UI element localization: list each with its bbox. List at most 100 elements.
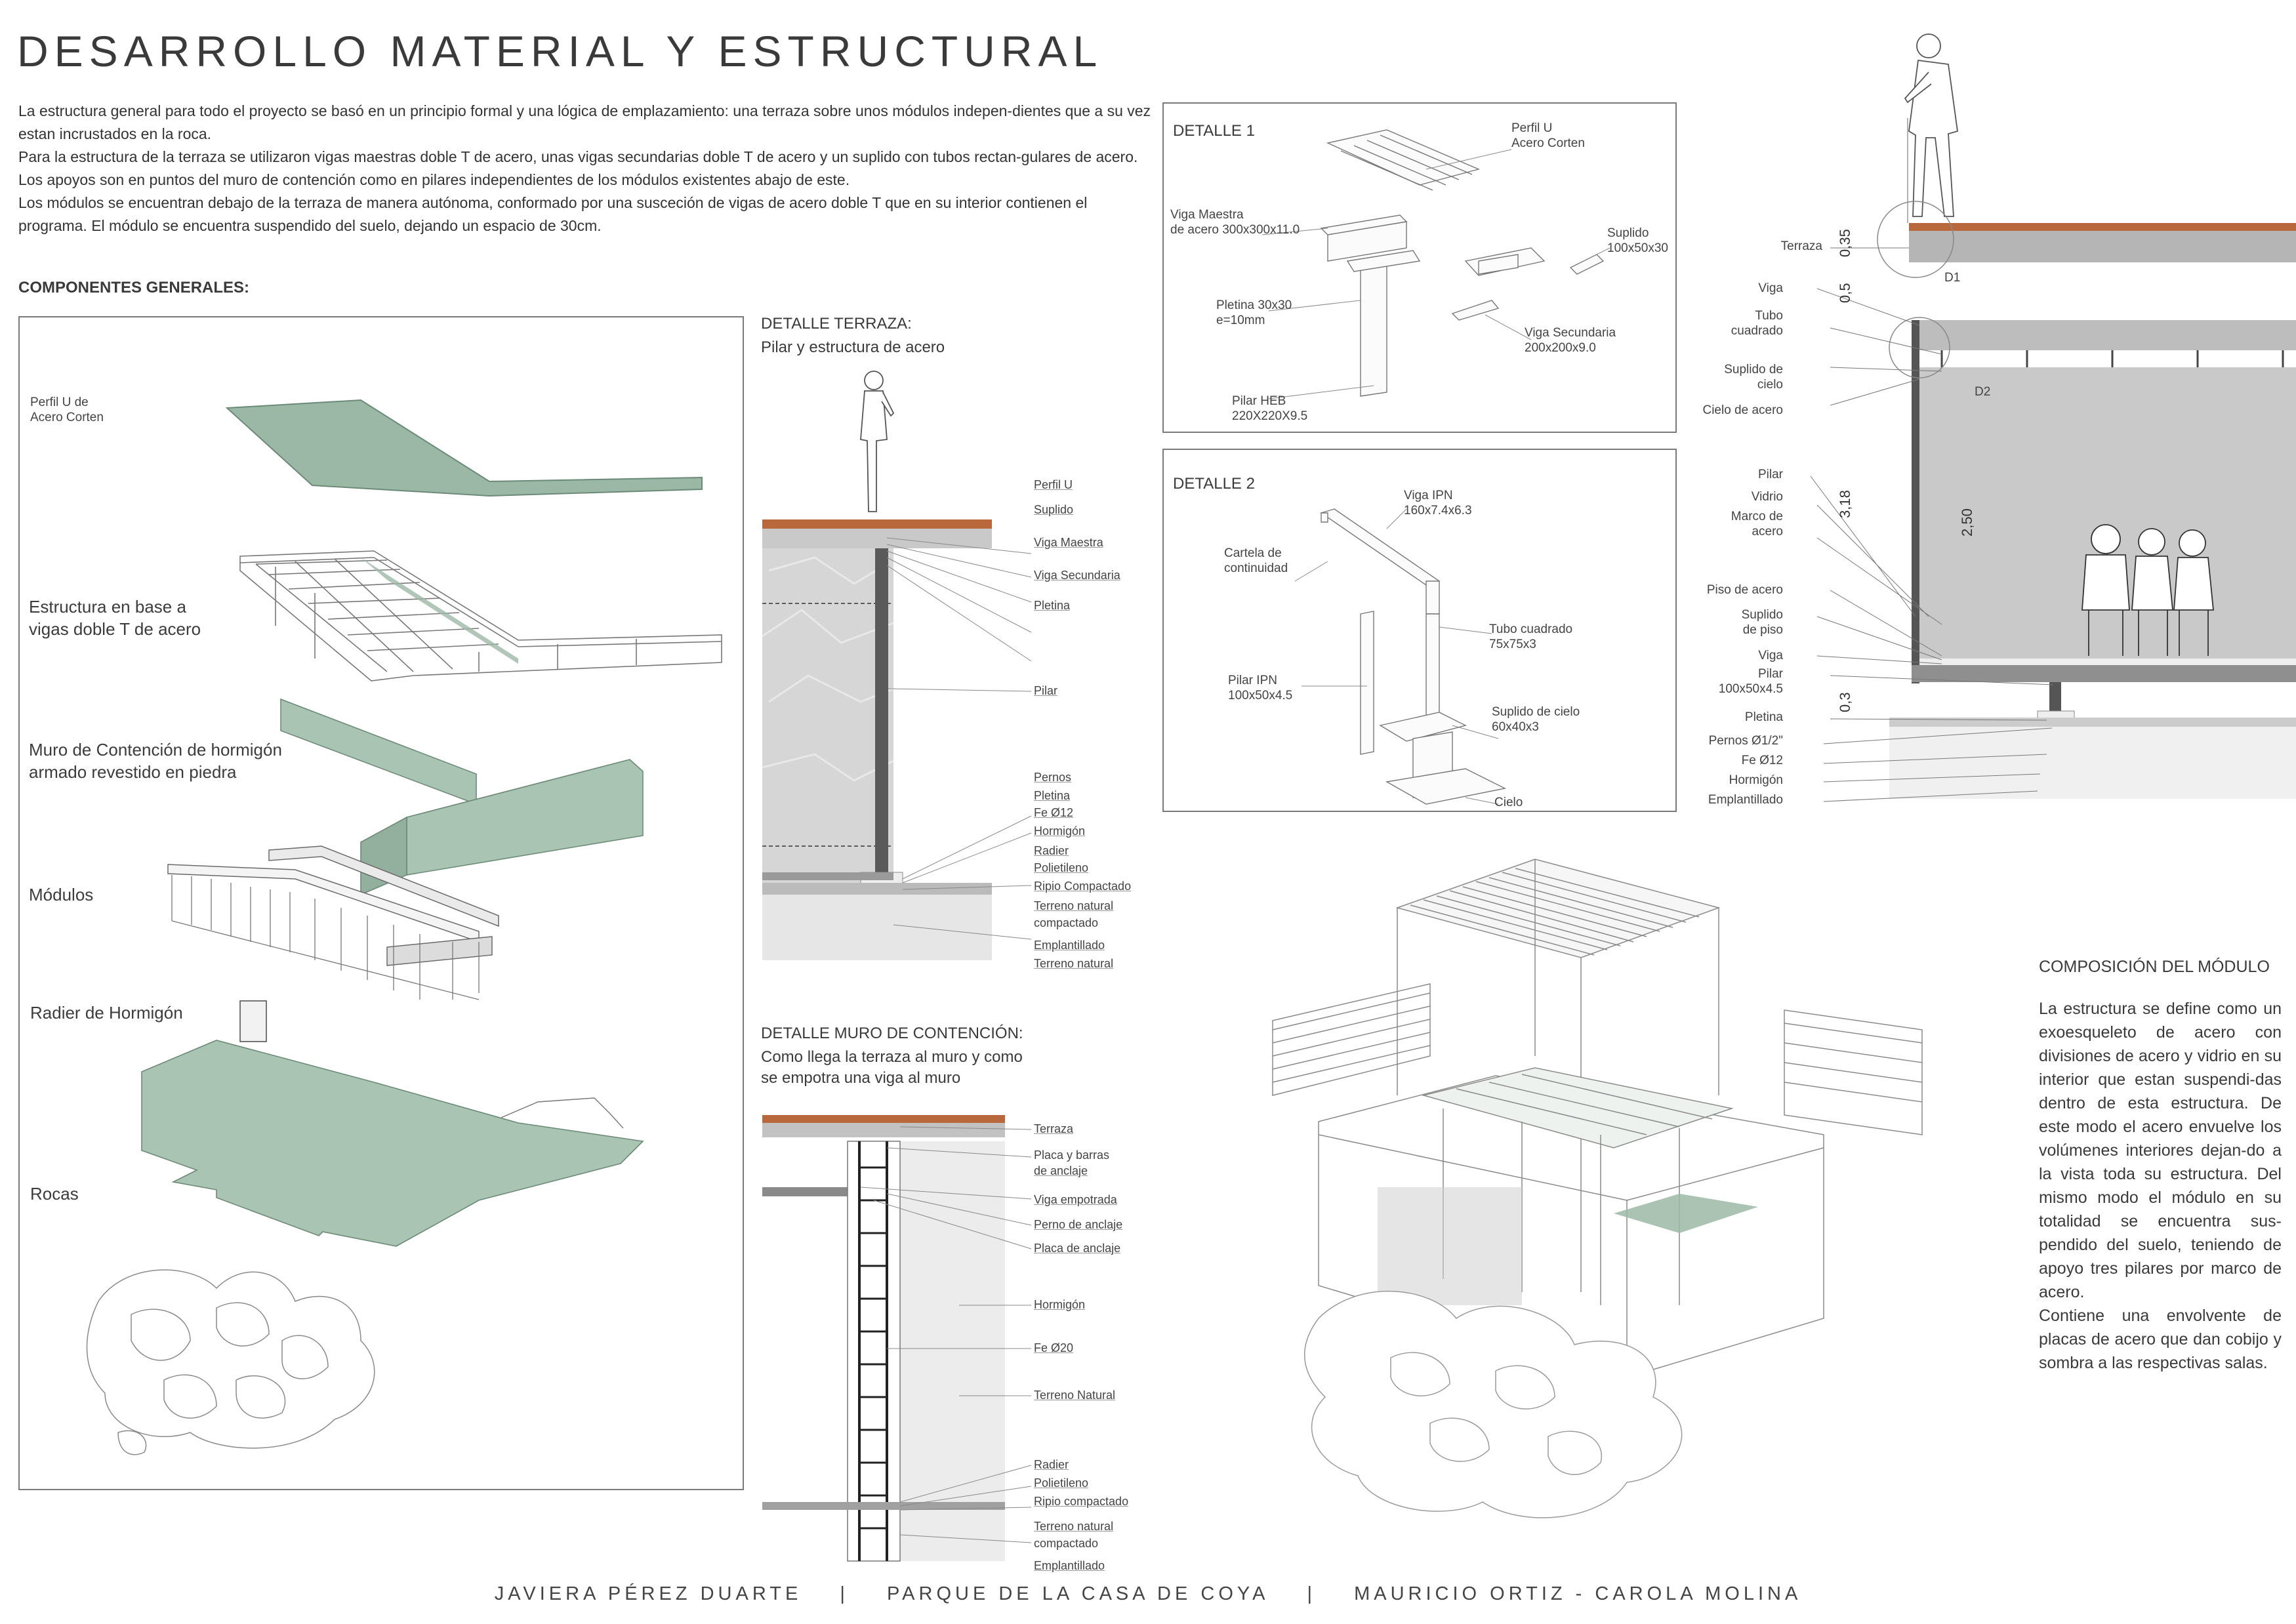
dt-label-radier: Radier <box>1034 844 1069 857</box>
dt-label-terreno-natural-2: Terreno natural <box>1034 957 1114 970</box>
sec-label-pletina: Pletina <box>1744 710 1783 724</box>
intro-paragraph-2: Para la estructura de la terraza se util… <box>18 148 1138 188</box>
detalle-1-axonometric <box>1261 129 1610 399</box>
comp-label-estructura: Estructura en base a vigas doble T de ac… <box>29 597 201 639</box>
d1-label-viga-maestra: Viga Maestra de acero 300x300x11.0 <box>1170 208 1300 237</box>
dm-label-de-anclaje: de anclaje <box>1034 1164 1088 1177</box>
detalle-2-axonometric <box>1294 508 1507 805</box>
right-screen <box>1784 1009 1923 1135</box>
comp-label-rocas: Rocas <box>30 1184 79 1204</box>
dt-label-ripio: Ripio Compactado <box>1034 880 1132 893</box>
dm-label-placa-anclaje: Placa de anclaje <box>1034 1242 1121 1255</box>
module-floor-glass <box>1614 1194 1758 1233</box>
sec-label-fe12: Fe Ø12 <box>1741 754 1783 767</box>
dim-2-50: 2,50 <box>1959 508 1975 537</box>
footer-professors: MAURICIO ORTIZ - CAROLA MOLINA <box>1354 1583 1802 1604</box>
dt-label-suplido: Suplido <box>1034 503 1074 516</box>
sec-label-hormigon: Hormigón <box>1729 773 1783 787</box>
dt-label-hormigon: Hormigón <box>1034 824 1086 838</box>
detalle-2-title: DETALLE 2 <box>1173 475 1255 493</box>
intro-paragraph-1: La estructura general para todo el proye… <box>18 102 1151 142</box>
detalle-terraza-drawing <box>762 371 1032 960</box>
dt-label-terreno-natural: Terreno natural <box>1034 899 1114 912</box>
intro-paragraph-3: Los módulos se encuentran debajo de la t… <box>18 194 1088 234</box>
dm-label-perno-anclaje: Perno de anclaje <box>1034 1218 1123 1231</box>
sec-label-cielo-acero: Cielo de acero <box>1702 403 1783 417</box>
dt-label-perfil-u: Perfil U <box>1034 478 1073 491</box>
footer-credits: JAVIERA PÉREZ DUARTE | PARQUE DE LA CASA… <box>0 1583 2296 1605</box>
steel-structure <box>239 550 722 681</box>
footer-separator-2: | <box>1307 1583 1317 1604</box>
composicion-title: COMPOSICIÓN DEL MÓDULO <box>2039 958 2270 976</box>
detalle-terraza-title: DETALLE TERRAZA: <box>761 315 912 333</box>
detalle-muro-drawing <box>762 1115 1032 1562</box>
footer-project: PARQUE DE LA CASA DE COYA <box>886 1583 1269 1604</box>
d2-label-tubo-cuadrado: Tubo cuadrado 75x75x3 <box>1489 622 1573 651</box>
roof-plate <box>225 399 703 497</box>
dm-label-fe20: Fe Ø20 <box>1034 1341 1074 1354</box>
sec-label-pilar: Pilar <box>1757 468 1783 481</box>
dt-label-pernos: Pernos <box>1034 771 1072 784</box>
seated-people <box>2081 524 2214 656</box>
sec-label-pernos: Pernos Ø1/2" <box>1708 734 1783 748</box>
marker-d1: D1 <box>1944 271 1961 285</box>
dt-label-fe12: Fe Ø12 <box>1034 806 1074 819</box>
d2-label-cielo: Cielo <box>1494 796 1523 809</box>
sec-label-viga: Viga <box>1758 281 1783 295</box>
sec-label-marco-acero: Marco de acero <box>1731 510 1783 538</box>
sec-label-pilar-100: Pilar 100x50x4.5 <box>1718 667 1783 696</box>
dt-label-pletina-2: Pletina <box>1034 789 1071 802</box>
sec-label-emplantillado: Emplantillado <box>1708 793 1783 807</box>
dm-label-hormigon: Hormigón <box>1034 1298 1086 1311</box>
sec-label-viga-2: Viga <box>1758 649 1783 662</box>
dt-label-emplantillado: Emplantillado <box>1034 939 1105 952</box>
detalle-1-panel: DETALLE 1 Perfil U Acero Corten Viga Mae… <box>1162 102 1677 433</box>
detalle-2-panel: DETALLE 2 Viga IPN 160x7.4x6.3 Cartela d… <box>1162 449 1677 812</box>
d2-label-suplido-cielo: Suplido de cielo 60x40x3 <box>1492 705 1580 734</box>
sec-label-suplido-cielo: Suplido de cielo <box>1724 363 1783 392</box>
sec-label-terraza: Terraza <box>1780 239 1822 253</box>
d2-label-cartela: Cartela de continuidad <box>1224 546 1288 575</box>
modules <box>167 845 499 966</box>
dm-label-polietileno: Polietileno <box>1034 1476 1089 1490</box>
rocks <box>86 1269 375 1455</box>
dm-label-radier: Radier <box>1034 1458 1069 1471</box>
sec-label-tubo-cuadrado: Tubo cuadrado <box>1731 309 1783 338</box>
dm-label-terraza: Terraza <box>1034 1122 1074 1135</box>
d1-label-perfil-u: Perfil U Acero Corten <box>1511 121 1585 150</box>
person-figure-section <box>1904 33 1958 217</box>
composicion-body: La estructura se define como un exoesque… <box>2039 1000 2282 1372</box>
dim-0-35: 0,35 <box>1837 229 1853 257</box>
dt-label-viga-maestra: Viga Maestra <box>1034 536 1103 549</box>
dm-label-terreno-natural-2: Terreno natural <box>1034 1520 1114 1533</box>
retaining-wall <box>280 698 644 896</box>
dm-label-emplantillado: Emplantillado <box>1034 1559 1105 1572</box>
detalle-1-title: DETALLE 1 <box>1173 122 1255 140</box>
comp-label-radier: Radier de Hormigón <box>30 1003 183 1023</box>
detalle-muro-subtitle: Como llega la terraza al muro y como se … <box>761 1048 1023 1087</box>
rocks-module <box>1303 1290 1683 1518</box>
module-section-drawing <box>1810 33 2296 802</box>
module-frame <box>1318 1075 1824 1378</box>
dt-label-pilar: Pilar <box>1034 684 1058 697</box>
roof-panel <box>1395 859 1721 958</box>
detalle-muro-title: DETALLE MURO DE CONTENCIÓN: <box>761 1025 1023 1042</box>
componentes-heading: COMPONENTES GENERALES: <box>18 279 250 296</box>
d2-label-pilar-ipn: Pilar IPN 100x50x4.5 <box>1228 674 1293 702</box>
dm-label-compactado: compactado <box>1034 1537 1099 1550</box>
d1-label-viga-secundaria: Viga Secundaria 200x200x9.0 <box>1525 326 1616 355</box>
footer-separator-1: | <box>840 1583 849 1604</box>
radier-slab <box>141 1040 644 1247</box>
dm-label-placa-barras: Placa y barras <box>1034 1148 1110 1162</box>
person-figure <box>860 371 895 512</box>
dim-3-18: 3,18 <box>1837 490 1853 518</box>
dt-label-viga-secundaria: Viga Secundaria <box>1034 569 1120 582</box>
module-exploded-axonometric <box>1272 859 1923 1518</box>
dm-label-terreno-natural: Terreno Natural <box>1034 1389 1116 1402</box>
marker-d2: D2 <box>1975 385 1991 399</box>
dt-label-pletina: Pletina <box>1034 599 1071 612</box>
componentes-panel: Perfil U de Acero Corten Estructura en b… <box>18 316 744 1490</box>
dt-label-polietileno: Polietileno <box>1034 861 1089 874</box>
page-title: DESARROLLO MATERIAL Y ESTRUCTURAL <box>17 27 1103 75</box>
detalle-terraza-subtitle: Pilar y estructura de acero <box>761 338 945 356</box>
